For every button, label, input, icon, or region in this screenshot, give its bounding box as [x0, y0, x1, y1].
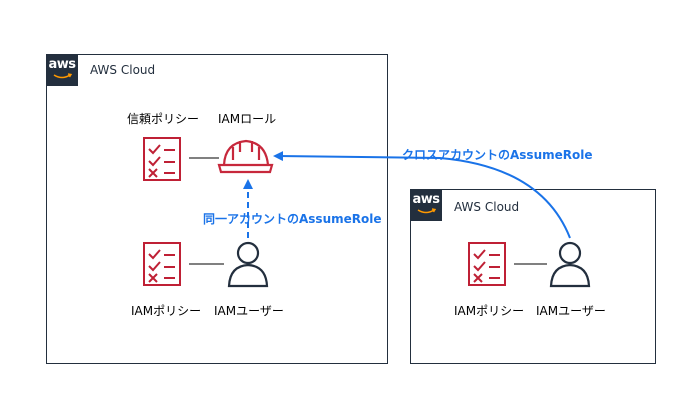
iam-user-icon-right	[549, 241, 591, 288]
cloud-label-left: AWS Cloud	[90, 63, 156, 77]
iam-policy-icon-left	[143, 242, 181, 286]
aws-cloud-group-right	[410, 189, 656, 364]
aws-cloud-group-left	[46, 54, 388, 364]
iam-policy-icon-right	[468, 242, 506, 286]
iam-user-label-left: IAMユーザー	[214, 304, 284, 318]
iam-policy-label-right: IAMポリシー	[454, 304, 525, 318]
iam-user-icon-left	[227, 241, 269, 288]
iam-user-label-right: IAMユーザー	[536, 304, 606, 318]
iam-policy-label-left: IAMポリシー	[131, 304, 202, 318]
trust-policy-label: 信頼ポリシー	[127, 112, 200, 126]
trust-policy-icon	[143, 137, 181, 181]
aws-logo-icon: aws	[410, 189, 442, 221]
iam-role-label: IAMロール	[218, 112, 277, 126]
cloud-label-right: AWS Cloud	[454, 200, 520, 214]
iam-role-helmet-icon	[217, 139, 274, 174]
cross-account-assume-role-arrow	[273, 151, 571, 239]
aws-logo-icon: aws	[46, 54, 78, 86]
